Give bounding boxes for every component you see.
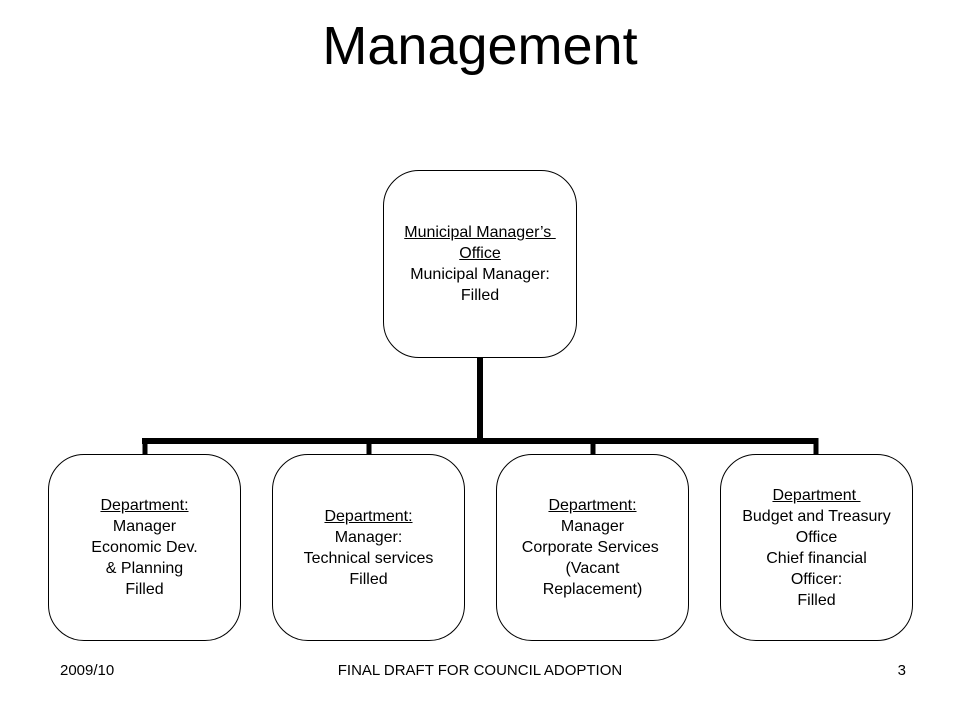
footer-title: FINAL DRAFT FOR COUNCIL ADOPTION — [337, 662, 623, 679]
node-department-budget-treasury: Department Budget and Treasury Office Ch… — [720, 454, 913, 641]
node-line: Filled — [460, 287, 500, 304]
node-line: (Vacant — [565, 560, 620, 577]
node-heading: Department: — [100, 497, 189, 514]
node-line: Corporate Services — [521, 539, 664, 556]
slide-number: 3 — [897, 662, 906, 679]
node-line: & Planning — [105, 560, 184, 577]
node-heading: Department: — [548, 497, 637, 514]
node-line: Office — [795, 528, 838, 546]
node-heading: Department — [772, 486, 861, 504]
node-heading: Department: — [324, 507, 413, 525]
slide-title: Management — [322, 16, 638, 76]
node-line: Manager — [560, 518, 625, 535]
node-municipal-manager: Municipal Manager’s Office Municipal Man… — [383, 170, 577, 358]
node-department-technical-services: Department: Manager: Technical services … — [272, 454, 465, 641]
footer-date: 2009/10 — [60, 662, 115, 679]
node-line: Chief financial — [766, 549, 867, 567]
node-heading: Office — [459, 245, 501, 262]
node-line: Filled — [797, 591, 836, 609]
node-department-economic-dev: Department: Manager Economic Dev. & Plan… — [48, 454, 241, 641]
node-line: Municipal Manager: — [410, 266, 550, 283]
node-line: Officer: — [790, 570, 843, 588]
node-department-corporate-services: Department: Manager Corporate Services (… — [496, 454, 689, 641]
node-line: Replacement) — [542, 581, 643, 598]
node-line: Filled — [125, 581, 164, 598]
node-heading: Municipal Manager’s — [404, 224, 556, 241]
node-line: Filled — [349, 570, 388, 588]
node-line: Budget and Treasury — [742, 507, 891, 525]
node-line: Economic Dev. — [91, 539, 198, 556]
node-line: Manager — [112, 518, 177, 535]
node-line: Manager: — [334, 528, 403, 546]
node-line: Technical services — [303, 549, 434, 567]
